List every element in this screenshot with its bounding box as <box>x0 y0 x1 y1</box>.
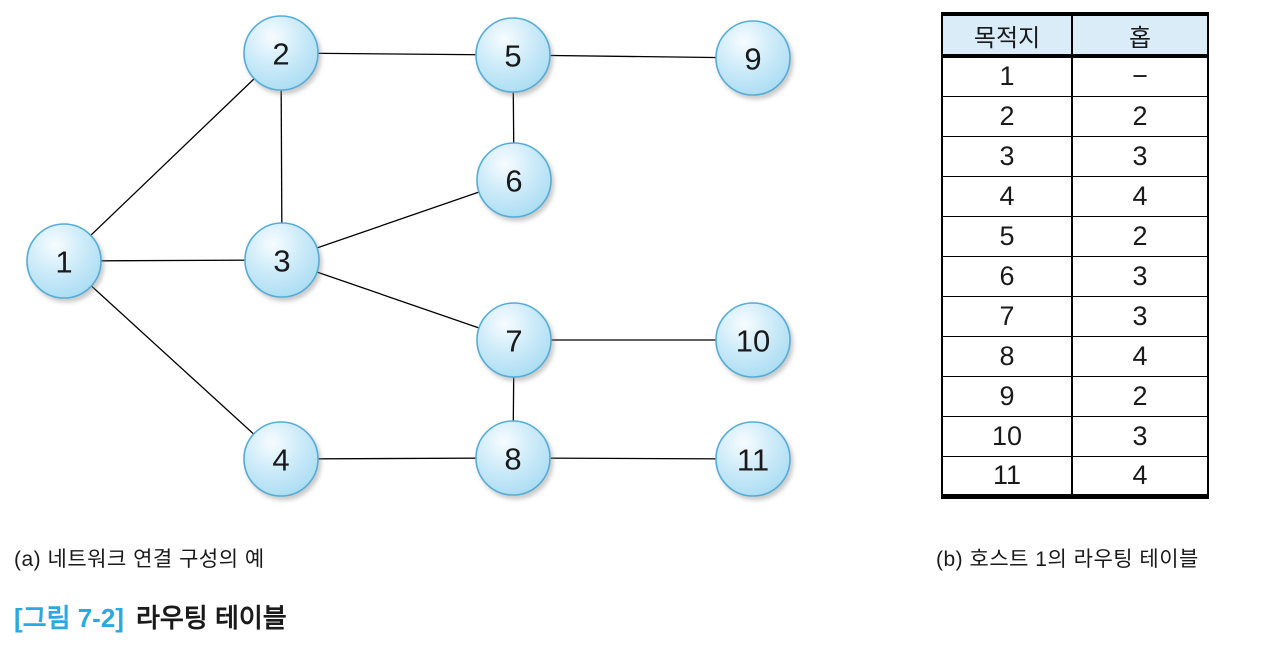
hop-cell: 2 <box>1071 95 1208 136</box>
nodes-layer: 1 2 3 4 5 6 7 8 9 10 11 <box>26 15 791 497</box>
node-circle-5 <box>475 17 551 93</box>
hop-cell: 2 <box>1071 375 1208 416</box>
hop-cell: 4 <box>1071 175 1208 216</box>
network-node-1: 1 <box>26 223 102 299</box>
destination-cell: 10 <box>942 415 1073 456</box>
network-node-10: 10 <box>715 302 791 378</box>
node-circle-7 <box>476 302 552 378</box>
destination-cell: 1 <box>942 55 1073 96</box>
edge-3-7 <box>281 259 515 341</box>
node-circle-6 <box>476 142 552 218</box>
figure-caption: [그림 7-2] 라우팅 테이블 <box>14 598 287 635</box>
node-circle-11 <box>715 421 791 497</box>
header-hop: 홉 <box>1071 14 1208 58</box>
network-node-4: 4 <box>243 421 319 497</box>
network-node-7: 7 <box>476 302 552 378</box>
destination-cell: 7 <box>942 295 1073 336</box>
network-node-5: 5 <box>475 17 551 93</box>
edges-layer <box>63 52 754 460</box>
node-circle-3 <box>244 222 320 298</box>
destination-cell: 4 <box>942 175 1073 216</box>
header-destination: 목적지 <box>942 14 1073 58</box>
destination-cell: 11 <box>942 455 1073 496</box>
hop-cell: 4 <box>1071 455 1208 496</box>
figure-label: [그림 7-2] <box>14 603 124 633</box>
edge-4-8 <box>280 457 514 460</box>
node-label-1: 1 <box>55 245 72 280</box>
caption-b: (b) 호스트 1의 라우팅 테이블 <box>936 548 1199 571</box>
edge-8-11 <box>512 457 754 460</box>
table-header-row: 목적지 홉 <box>942 14 1208 58</box>
network-node-8: 8 <box>475 420 551 496</box>
edge-1-4 <box>63 260 282 460</box>
destination-cell: 3 <box>942 135 1073 176</box>
node-label-4: 4 <box>272 443 289 478</box>
node-circle-1 <box>26 223 102 299</box>
destination-cell: 8 <box>942 335 1073 376</box>
network-topology-diagram: 1 2 3 4 5 6 7 8 9 10 11 <box>26 15 791 497</box>
node-circle-10 <box>715 302 791 378</box>
edge-2-5 <box>280 52 514 56</box>
hop-cell: 4 <box>1071 335 1208 376</box>
node-circle-4 <box>243 421 319 497</box>
hop-cell: − <box>1071 55 1208 96</box>
node-circle-8 <box>475 420 551 496</box>
destination-cell: 2 <box>942 95 1073 136</box>
node-label-3: 3 <box>273 244 290 279</box>
table-row: 1− <box>942 55 1208 96</box>
edge-5-9 <box>512 54 754 59</box>
network-node-6: 6 <box>476 142 552 218</box>
network-node-3: 3 <box>244 222 320 298</box>
edge-1-2 <box>63 52 282 262</box>
node-label-5: 5 <box>504 39 521 74</box>
destination-cell: 5 <box>942 215 1073 256</box>
hop-cell: 3 <box>1071 255 1208 296</box>
node-label-10: 10 <box>736 324 770 359</box>
node-circle-9 <box>715 20 791 96</box>
node-label-6: 6 <box>505 164 522 199</box>
node-label-9: 9 <box>744 42 761 77</box>
figure-title: 라우팅 테이블 <box>135 603 287 633</box>
node-label-2: 2 <box>272 37 289 72</box>
destination-cell: 9 <box>942 375 1073 416</box>
network-node-11: 11 <box>715 421 791 497</box>
hop-cell: 3 <box>1071 295 1208 336</box>
node-circle-2 <box>243 15 319 91</box>
destination-cell: 6 <box>942 255 1073 296</box>
edge-3-6 <box>281 179 515 261</box>
node-label-7: 7 <box>505 324 522 359</box>
node-label-11: 11 <box>737 443 769 478</box>
caption-a: (a) 네트워크 연결 구성의 예 <box>14 548 265 571</box>
hop-cell: 3 <box>1071 135 1208 176</box>
hop-cell: 2 <box>1071 215 1208 256</box>
hop-cell: 3 <box>1071 415 1208 456</box>
network-node-2: 2 <box>243 15 319 91</box>
network-node-9: 9 <box>715 20 791 96</box>
node-label-8: 8 <box>504 442 521 477</box>
